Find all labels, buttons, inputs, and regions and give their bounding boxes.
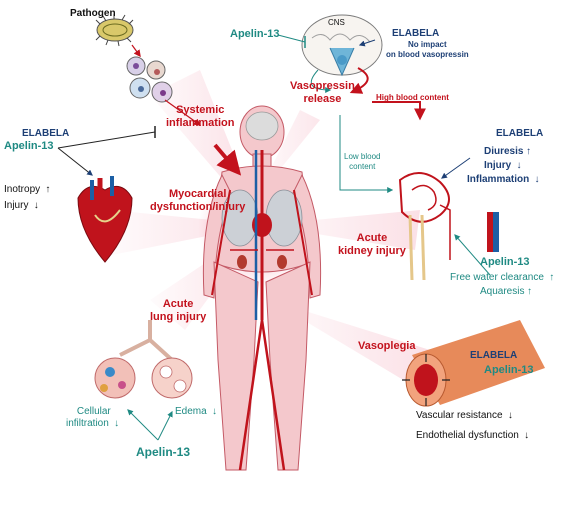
down-arrow-icon: ↓ [33, 200, 39, 211]
vasoplegia-label: Vasoplegia [358, 340, 416, 352]
no-impact-label: No impact on blood vasopressin [386, 40, 469, 59]
apelin13-lung-label: Apelin-13 [136, 445, 191, 459]
myocardial-label: Myocardial dysfunction/injury [150, 188, 246, 213]
kidney-effect-aquaresis: Aquaresis↑ [480, 286, 534, 298]
vessel-icon [402, 320, 545, 407]
down-arrow-icon: ↓ [211, 406, 217, 417]
apelin13-cns-label: Apelin-13 [230, 28, 280, 40]
up-arrow-icon: ↑ [525, 146, 531, 157]
cns-label: CNS [328, 18, 345, 27]
alveoli-icon [94, 320, 193, 399]
low-blood-content-label: Low blood content [344, 152, 381, 171]
heart-icon [77, 176, 133, 263]
immune-cells-icon [126, 56, 173, 103]
acute-lung-injury-label: Acute lung injury [150, 298, 207, 323]
lung-effect-cellular: Cellular infiltration ↓ [66, 406, 122, 430]
apelin13-vessel-label: Apelin-13 [484, 364, 534, 376]
kidney-effect-injury: Injury ↓ [484, 160, 524, 172]
vessel-effect-endothelial: Endothelial dysfunction ↓ [416, 430, 532, 442]
kidney-effect-free-water: Free water clearance ↑ [450, 272, 557, 284]
kidney-icon [398, 172, 499, 281]
pathogen-icon [95, 14, 134, 47]
elabela-kidney-label: ELABELA [496, 128, 544, 139]
vasopressin-release-label: Vasopressin release [290, 80, 355, 105]
elabela-cns-label: ELABELA [392, 28, 440, 39]
down-arrow-icon: ↓ [524, 430, 530, 441]
up-arrow-icon: ↑ [526, 286, 532, 297]
apelin13-heart-label: Apelin-13 [4, 140, 54, 152]
vessel-effect-resistance: Vascular resistance ↓ [416, 410, 515, 422]
brain-icon [301, 14, 383, 77]
down-arrow-icon: ↓ [114, 418, 120, 429]
elabela-heart-label: ELABELA [22, 128, 70, 139]
pathogen-label: Pathogen [70, 8, 116, 19]
up-arrow-icon: ↑ [45, 184, 51, 195]
kidney-effect-inflammation: Inflammation ↓ [467, 174, 542, 186]
acute-kidney-injury-label: Acute kidney injury [338, 232, 406, 257]
down-arrow-icon: ↓ [516, 160, 522, 171]
human-body [202, 105, 322, 471]
pathway-arrows [57, 34, 491, 441]
down-arrow-icon: ↓ [534, 174, 540, 185]
elabela-vessel-label: ELABELA [470, 350, 518, 361]
apelin13-kidney-label: Apelin-13 [480, 256, 530, 268]
kidney-effect-diuresis: Diuresis↑ [484, 146, 533, 158]
heart-effect-inotropy: Inotropy ↑ [4, 184, 53, 196]
down-arrow-icon: ↓ [507, 410, 513, 421]
high-blood-content-label: High blood content [376, 93, 449, 102]
heart-effect-injury: Injury ↓ [4, 200, 41, 212]
up-arrow-icon: ↑ [549, 272, 555, 283]
systemic-inflammation-label: Systemic inflammation [166, 104, 235, 129]
lung-effect-edema: Edema ↓ [175, 406, 219, 418]
